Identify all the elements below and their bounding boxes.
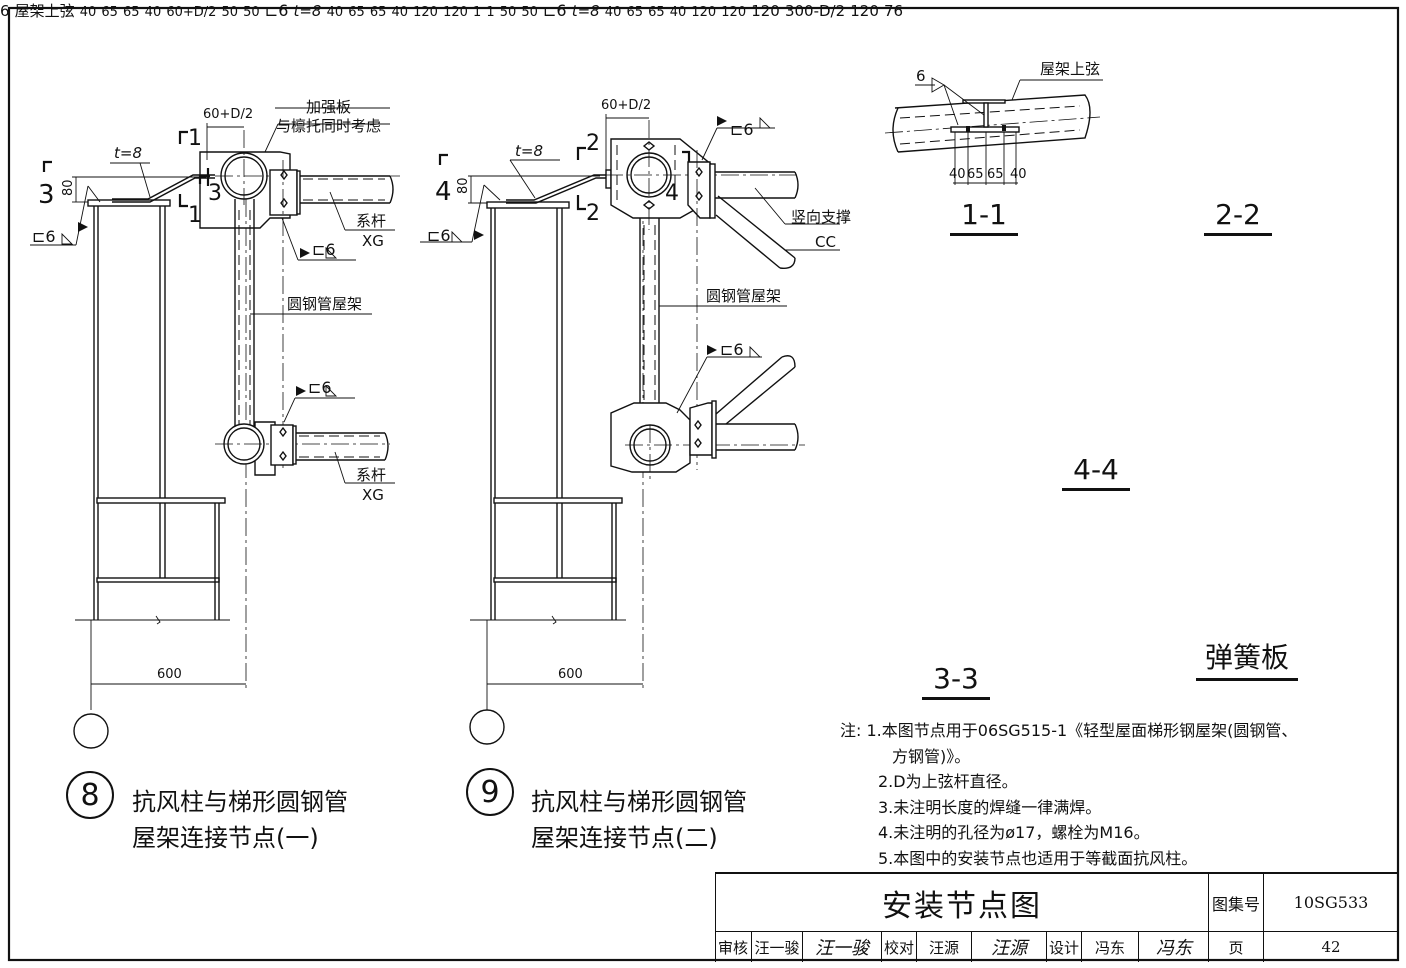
spring-height: 76 bbox=[883, 2, 904, 20]
atlas-label: 图集号 bbox=[1208, 874, 1263, 931]
d9-section-2-top: 2 bbox=[586, 131, 600, 156]
detail-9-caption-line2: 屋架连接节点(二) bbox=[531, 824, 718, 852]
design-signature: 冯东 bbox=[1138, 932, 1209, 962]
d8-weld-left: ⊏6 bbox=[32, 227, 56, 246]
section-4-4-label: 4-4 bbox=[1062, 453, 1130, 491]
d8-section-3-left: 3 bbox=[38, 180, 55, 210]
s11-dim-1: 40 bbox=[949, 167, 966, 182]
d8-tie-label-upper: 系杆 bbox=[356, 212, 386, 230]
detail-8-number: 8 bbox=[66, 771, 114, 819]
d8-tie-code-upper: XG bbox=[362, 232, 384, 250]
d8-truss-label: 圆钢管屋架 bbox=[287, 295, 362, 313]
detail-9-drawing bbox=[420, 114, 840, 745]
detail-9-caption-line1: 抗风柱与梯形圆钢管 bbox=[531, 788, 747, 816]
design-name: 冯东 bbox=[1081, 932, 1138, 962]
check-name: 汪源 bbox=[916, 932, 971, 962]
title-block: 安装节点图 图集号 10SG533 审核 汪一骏 汪一骏 校对 汪源 汪源 设计… bbox=[715, 872, 1397, 962]
review-signature: 汪一骏 bbox=[802, 932, 881, 962]
note-4: 4.未注明的孔径为ø17，螺栓为M16。 bbox=[878, 823, 1150, 842]
s11-dim-2: 65 bbox=[967, 167, 984, 182]
d8-dim-top: 60+D/2 bbox=[203, 107, 253, 122]
design-label: 设计 bbox=[1046, 932, 1081, 962]
check-label: 校对 bbox=[881, 932, 916, 962]
column-cap-plate bbox=[87, 199, 171, 207]
d8-dim-80: 80 bbox=[61, 179, 76, 196]
s33-weld: ⊏6 bbox=[543, 1, 567, 20]
d8-plate-label-1: 加强板 bbox=[306, 98, 351, 116]
spring-dim-2: 300-D/2 bbox=[784, 2, 846, 20]
d8-plate-label-2: 与檩托同时考虑 bbox=[276, 117, 381, 135]
d9-weld-left: ⊏6 bbox=[427, 226, 451, 245]
section-3-3-label: 3-3 bbox=[922, 662, 990, 700]
detail-8-drawing bbox=[30, 107, 400, 749]
s11-dim-3: 65 bbox=[987, 167, 1004, 182]
section-1-1-label: 1-1 bbox=[950, 198, 1018, 236]
d9-brace-code: CC bbox=[815, 233, 836, 251]
section-1-1-drawing bbox=[884, 77, 1103, 185]
spring-dim-1: 120 bbox=[751, 2, 780, 20]
d9-dim-80: 80 bbox=[456, 177, 471, 194]
note-1-cont: 方钢管)》。 bbox=[892, 746, 971, 766]
d9-section-4-right: 4 bbox=[665, 181, 679, 206]
axis-bubble bbox=[73, 713, 109, 749]
page-number: 42 bbox=[1263, 932, 1398, 962]
spring-plate-label: 弹簧板 bbox=[1196, 636, 1298, 681]
d8-tie-code-lower: XG bbox=[362, 486, 384, 504]
s44-thickness: t=8 bbox=[293, 2, 322, 20]
spring-dim-3: 120 bbox=[850, 2, 879, 20]
page-label: 页 bbox=[1208, 932, 1263, 962]
note-3: 3.未注明长度的焊缝一律满焊。 bbox=[878, 797, 1102, 817]
s44-gap-2: 1 bbox=[486, 5, 495, 20]
d8-dim-600: 600 bbox=[157, 667, 182, 682]
d9-weld-upper: ⊏6 bbox=[730, 120, 754, 139]
d8-thickness: t=8 bbox=[114, 144, 142, 162]
note-5: 5.本图中的安装节点也适用于等截面抗风柱。 bbox=[878, 848, 1198, 868]
s22-chord-label: 屋架上弦 bbox=[14, 2, 75, 20]
detail-9-caption: 抗风柱与梯形圆钢管 屋架连接节点(二) bbox=[531, 784, 747, 856]
d8-section-3-right: 3 bbox=[208, 181, 222, 206]
notes-prefix: 注: bbox=[840, 721, 862, 740]
s44-weld: ⊏6 bbox=[264, 1, 289, 20]
s33-thickness: t=8 bbox=[571, 2, 600, 20]
detail-8-caption: 抗风柱与梯形圆钢管 屋架连接节点(一) bbox=[132, 784, 348, 856]
d9-section-4-left: 4 bbox=[435, 177, 452, 207]
d8-section-1-bottom: 1 bbox=[188, 203, 202, 228]
d8-weld-lower: ⊏6 bbox=[308, 378, 332, 397]
section-2-2-label: 2-2 bbox=[1204, 198, 1272, 236]
d9-weld-lower: ⊏6 bbox=[720, 340, 744, 359]
atlas-number: 10SG533 bbox=[1263, 874, 1398, 931]
d9-dim-600: 600 bbox=[558, 667, 583, 682]
s11-weld: 6 bbox=[916, 67, 926, 85]
review-label: 审核 bbox=[717, 938, 748, 957]
d9-thickness: t=8 bbox=[515, 142, 543, 160]
note-2: 2.D为上弦杆直径。 bbox=[878, 772, 1018, 791]
s11-chord-label: 屋架上弦 bbox=[1040, 60, 1100, 78]
d9-brace-label: 竖向支撑 bbox=[791, 208, 851, 226]
review-name: 汪一骏 bbox=[751, 932, 802, 962]
s22-weld: 6 bbox=[0, 2, 10, 20]
d8-tie-label-lower: 系杆 bbox=[356, 466, 386, 484]
s11-dim-4: 40 bbox=[1010, 167, 1027, 182]
drawing-title: 安装节点图 bbox=[882, 888, 1042, 924]
d9-dim-top: 60+D/2 bbox=[601, 98, 651, 113]
s44-gap-1: 1 bbox=[472, 5, 482, 20]
detail-9-number: 9 bbox=[466, 768, 514, 816]
notes: 注: 1.本图节点用于06SG515-1《轻型屋面梯形钢屋架(圆钢管、 方钢管)… bbox=[840, 718, 1297, 871]
axis-bubble bbox=[469, 709, 505, 745]
d9-truss-label: 圆钢管屋架 bbox=[706, 287, 781, 305]
detail-8-caption-line2: 屋架连接节点(一) bbox=[132, 824, 319, 852]
d8-section-1-top: 1 bbox=[188, 126, 202, 151]
d8-weld-upper: ⊏6 bbox=[312, 240, 336, 259]
d9-section-2-bottom: 2 bbox=[586, 201, 600, 226]
note-1: 1.本图节点用于06SG515-1《轻型屋面梯形钢屋架(圆钢管、 bbox=[866, 721, 1298, 740]
detail-8-caption-line1: 抗风柱与梯形圆钢管 bbox=[132, 788, 348, 816]
sheet-border bbox=[7, 6, 1400, 962]
check-signature: 汪源 bbox=[971, 932, 1046, 962]
